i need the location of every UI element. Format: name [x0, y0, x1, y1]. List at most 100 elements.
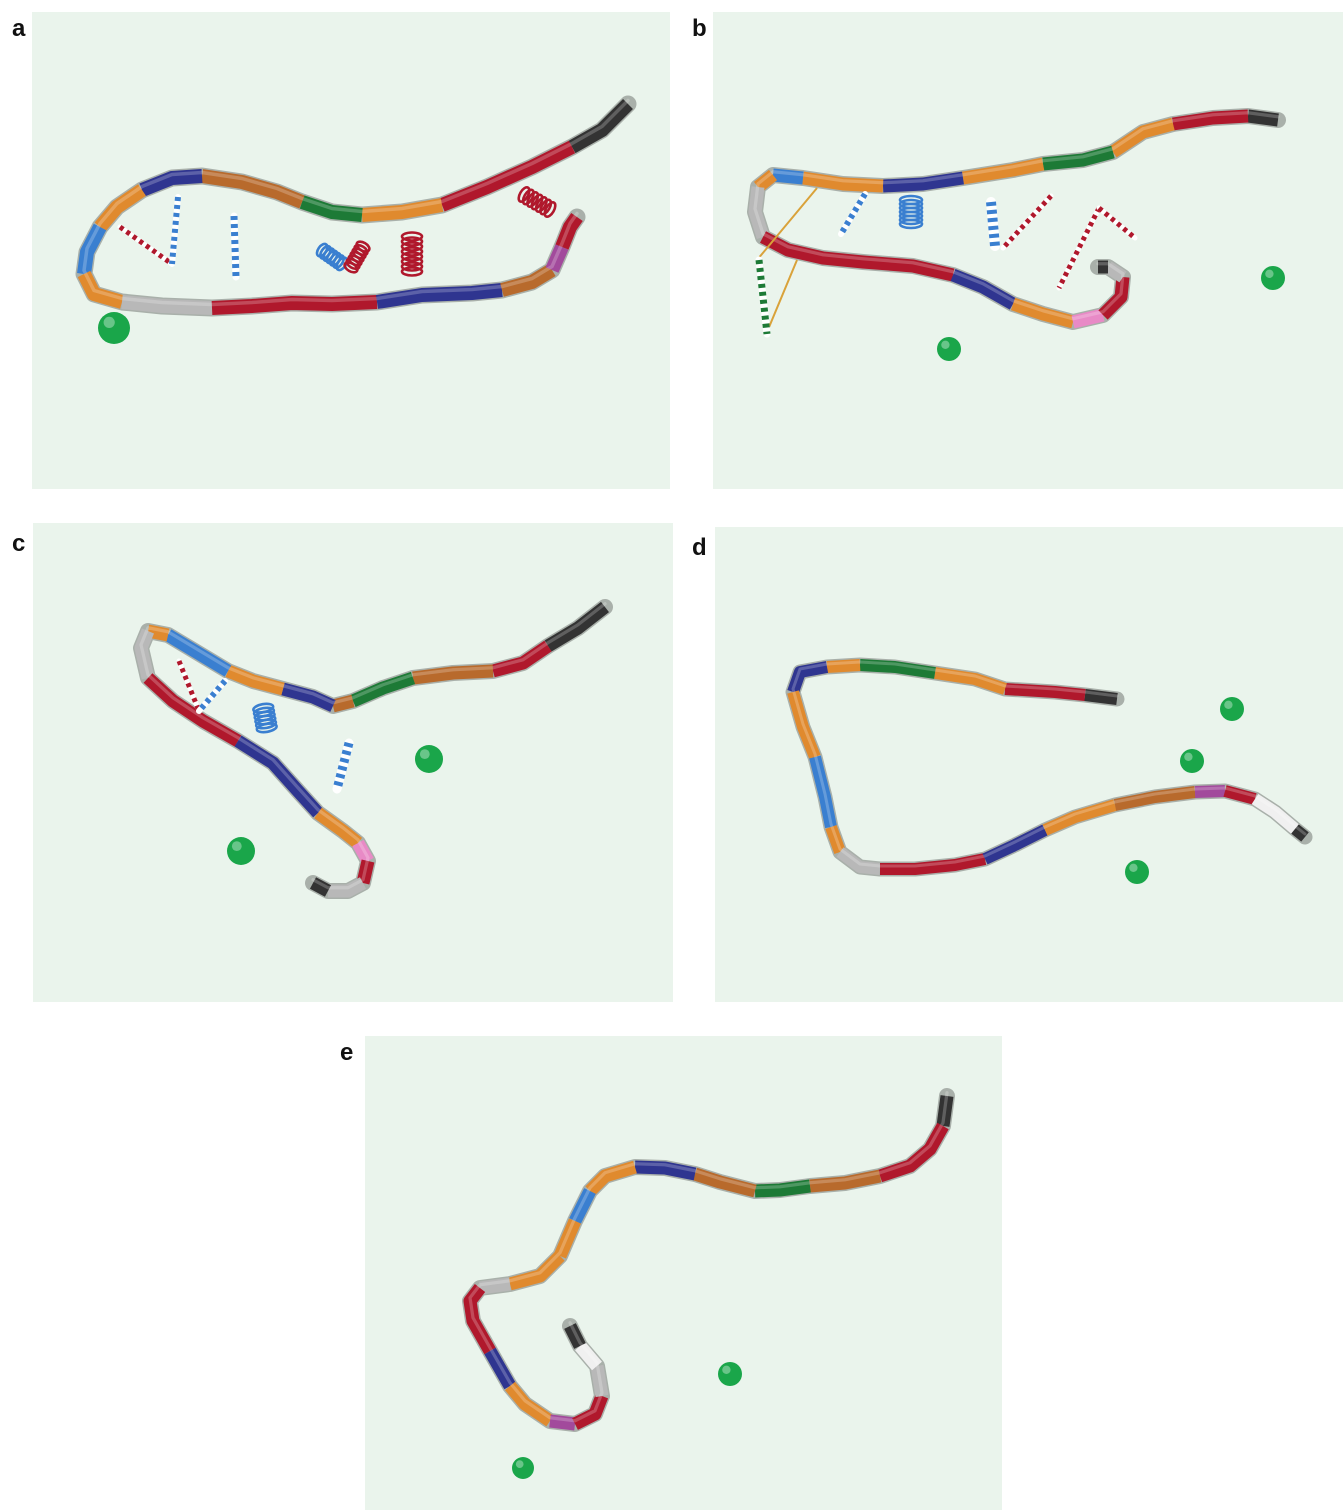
panel-d-strand-segment-1 [1084, 689, 1118, 705]
panel-c-strand-segment-4 [350, 671, 416, 707]
panel-a-red-coil-small [343, 240, 371, 274]
panel-b-sphere-2-shine [1265, 269, 1274, 278]
panel-d-sphere-2-body [1180, 749, 1204, 773]
panel-e-strand-segment-13 [484, 1347, 516, 1390]
panel-b-blue-coil-turn-6 [898, 214, 924, 226]
panel-e-strand-segment-18 [575, 1341, 602, 1371]
panel-c-strand-segment-6 [281, 682, 336, 712]
panel-b-red-dashed-rod-1-stripes [1001, 194, 1053, 250]
panel-a-strand-segment-11 [211, 295, 378, 315]
panel-c-strand-segment-7 [225, 664, 285, 696]
panel-e-sphere-1-body [718, 1362, 742, 1386]
panel-a-strand-segment-10 [121, 295, 213, 315]
panel-d-strand-segment-17 [1251, 793, 1299, 834]
panel-d-strand-segment-9 [825, 824, 846, 855]
panel-d-sphere-1-shine [1224, 700, 1233, 709]
panel-b-strand-segment-3 [1109, 117, 1175, 158]
panel-e-strand-segment-15 [549, 1414, 576, 1431]
panel-c-sphere-2 [227, 837, 255, 865]
panel-c-strand-segment-15 [356, 859, 375, 885]
panel-a-blue-coil-turn-6 [332, 254, 346, 270]
panel-c-strand-segment-10 [134, 628, 155, 680]
panel-e-strand-segment-2 [877, 1122, 949, 1183]
panel-e-strand-segment-6 [634, 1160, 697, 1181]
panel-d-strand-segment-2 [1004, 683, 1086, 701]
panel-label-a: a [12, 15, 26, 42]
panel-a-red-coil-turn-1 [400, 231, 424, 242]
panel-b-strand-segment-16 [1104, 261, 1127, 283]
panel-e-strand-segment-10 [508, 1251, 565, 1291]
panel-d-strand-segment-18 [1291, 824, 1309, 842]
panel-e-strand-segment-16 [572, 1393, 609, 1430]
panel-d-sphere-2-shine [1184, 752, 1193, 761]
panel-e-strand-segment-12 [463, 1284, 496, 1355]
panel-d-strand-segment-14 [1113, 786, 1196, 811]
panel-e-strand-segment-8 [569, 1188, 596, 1224]
panel-b-strand-segment-8 [772, 168, 804, 185]
panel-b-strand-highlight [753, 111, 1280, 321]
panel-b-strand-segment-15 [1098, 276, 1130, 320]
panel-a-red-coil-right-turn-2 [521, 188, 535, 206]
panel-d-strand-segment-12 [982, 824, 1048, 865]
panel-c-blue-coil [252, 702, 278, 734]
panel-e-strand-segment-14 [505, 1381, 554, 1427]
panel-label-e: e [340, 1039, 354, 1066]
panel-e-sphere-1-shine [722, 1365, 731, 1374]
panel-d-strand-segment-7 [787, 690, 821, 760]
panel-a-strand-segment-14 [545, 244, 569, 273]
panel-d-strand-segment-3 [934, 667, 1007, 695]
panel-b-tether-2 [766, 259, 798, 333]
panel-e-strand-segment-1 [936, 1095, 954, 1127]
panel-label-d: d [692, 534, 707, 561]
panel-b-strand-segment-12 [950, 268, 1017, 310]
panel-a-strand-segment-3 [361, 198, 444, 222]
panel-c-strand-segment-2 [491, 640, 552, 678]
panel-d-sphere-2 [1180, 749, 1204, 773]
panel-d-sphere-3-body [1125, 860, 1149, 884]
panel-b-red-dashed-rod-3-base [1096, 205, 1138, 241]
panel-c-strand-segment-12 [234, 735, 323, 818]
panel-a-strand-segment-12 [375, 283, 503, 309]
panel-a-red-coil-small-turn-7 [343, 261, 359, 274]
panel-a-strand-highlight [82, 98, 630, 307]
panel-a-strand-segment-9 [77, 270, 124, 309]
panel-a-red-dashed-rod-stripes [118, 224, 174, 267]
panel-a-strand-segment-5 [200, 169, 305, 209]
panel-c-strand-segment-9 [146, 624, 170, 642]
panel-c-strand-highlight [139, 602, 607, 890]
panel-label-c: c [12, 530, 26, 557]
panel-c-svg [133, 599, 613, 899]
panel-b-blue-coil-turn-7 [898, 218, 924, 230]
panel-a-red-coil-turn-2 [400, 236, 424, 247]
panel-b-tether-1 [756, 187, 818, 261]
panel-d-sphere-1 [1220, 697, 1244, 721]
panel-d-svg [785, 657, 1313, 884]
panel-a-strand-segment-4 [299, 195, 363, 222]
panel-a-red-coil-turn-3 [400, 241, 424, 252]
panel-e-sphere-1 [718, 1362, 742, 1386]
panel-c-blue-coil-turn-5 [254, 718, 278, 730]
panel-a-blue-dashed-rod-1-stripes [169, 196, 181, 265]
panel-e-strand-segment-5 [693, 1167, 757, 1198]
panel-a-sphere-1-shine [103, 316, 115, 328]
panel-a-red-coil-small-turn-6 [345, 257, 361, 271]
panel-e-strand-segment-3 [809, 1169, 882, 1193]
panel-b-strand-segment-7 [802, 171, 884, 193]
panel-d-strand-segment-16 [1223, 785, 1257, 805]
panel-a-red-coil-right-turn-6 [539, 198, 553, 216]
panel-c-sphere-2-shine [231, 841, 242, 851]
panel-b-strand-segment-9 [753, 169, 778, 193]
panel-e-strand-outline [462, 1088, 955, 1432]
panel-d-sphere-1-body [1220, 697, 1244, 721]
panel-a-strand-segment-2 [439, 140, 576, 212]
panel-c-sphere-1 [415, 745, 443, 773]
panel-a-red-coil-right-turn-7 [543, 200, 557, 219]
panel-e-strand-segment-11 [479, 1277, 511, 1295]
panel-b-svg [747, 108, 1286, 361]
panel-b-sphere-1-shine [941, 340, 950, 349]
panel-b-strand-segment-5 [961, 157, 1045, 185]
panel-a-blue-dashed-rod-2-stripes [230, 215, 240, 278]
panel-a-red-coil-turn-7 [400, 261, 424, 272]
panel-c-strand-segment-13 [314, 807, 363, 849]
panel-b-scene [713, 12, 1343, 489]
